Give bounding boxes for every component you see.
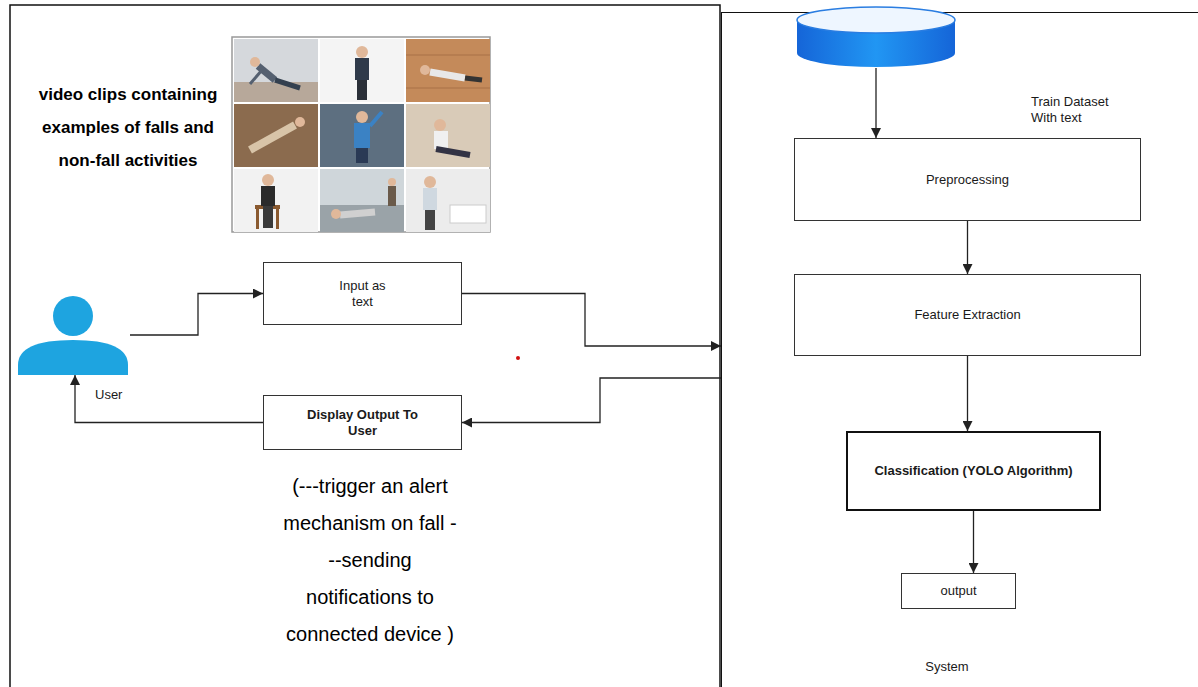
box-label: Input as text <box>332 278 394 310</box>
dataset-note: video clips containing examples of falls… <box>38 78 218 177</box>
user-actor: User <box>15 295 130 375</box>
process-box: Preprocessing <box>794 138 1141 221</box>
system-panel: System Train Dataset With textPreprocessi… <box>721 12 1198 687</box>
box-label: Preprocessing <box>926 172 1009 188</box>
connector-arrow <box>130 294 263 336</box>
node-label: User <box>95 387 140 403</box>
database-icon <box>796 6 956 68</box>
connector-arrow <box>973 511 974 573</box>
database-cylinder: Train Dataset With text <box>796 6 956 68</box>
process-box: Feature Extraction <box>794 274 1141 356</box>
connector-arrow <box>462 378 721 423</box>
alert-note: (---trigger an alert mechanism on fall -… <box>282 468 458 653</box>
input-box: Input as text <box>263 262 462 325</box>
user-icon <box>15 295 130 375</box>
left-panel-frame <box>10 5 720 687</box>
red-dot <box>516 356 520 360</box>
node-label: Train Dataset With text <box>1031 94 1136 126</box>
connector-arrow <box>967 221 968 274</box>
output-box: output <box>901 573 1016 609</box>
node-label: System <box>892 659 1002 675</box>
connector-arrow <box>462 294 721 347</box>
box-label: Feature Extraction <box>914 307 1020 323</box>
output-display-box: Display Output To User <box>263 395 462 450</box>
classifier-box: Classification (YOLO Algorithm) <box>846 431 1101 511</box>
box-label: output <box>940 583 976 599</box>
connector-arrow <box>967 356 968 431</box>
box-label: Display Output To User <box>307 407 419 439</box>
connector-arrow <box>875 68 876 138</box>
box-label: Classification (YOLO Algorithm) <box>874 463 1072 479</box>
fall-photo-collage <box>232 37 490 232</box>
connector-arrow <box>75 375 263 423</box>
